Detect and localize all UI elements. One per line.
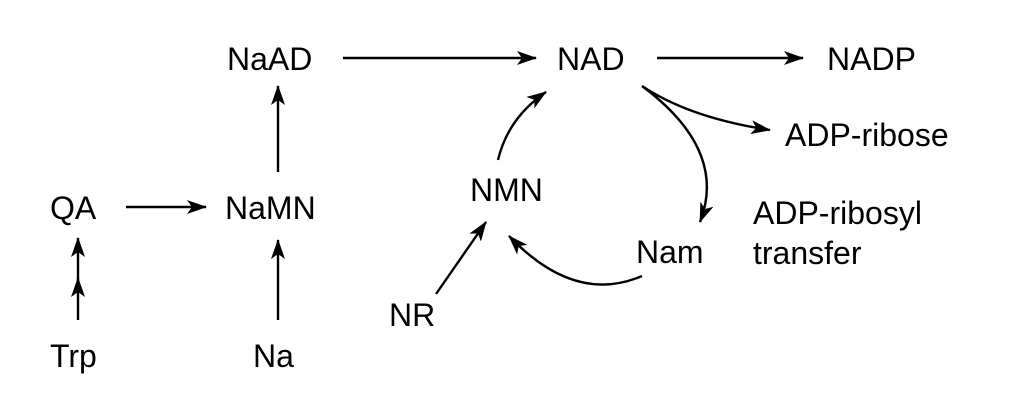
node-adp-ribose: ADP-ribose [785,117,949,153]
arrow-nmn-to-nad [496,91,547,161]
node-nr: NR [389,297,435,333]
arrow-nad-to-adp-ribose [641,85,771,135]
node-na: Na [253,338,294,374]
node-nmn: NMN [470,172,543,208]
arrow-nad-to-nam [641,85,714,223]
arrow-nam-to-nmn [508,235,643,286]
node-qa: QA [50,190,97,226]
arrow-nr-to-nmn [435,221,487,295]
node-namn: NaMN [225,190,316,226]
node-trp: Trp [50,338,97,374]
node-nadp: NADP [827,41,916,77]
node-nam: Nam [636,234,704,270]
label-transfer: transfer [753,235,862,271]
label-adp-ribosyl: ADP-ribosyl [753,195,922,231]
node-naad: NaAD [227,41,312,77]
node-nad: NAD [557,41,625,77]
